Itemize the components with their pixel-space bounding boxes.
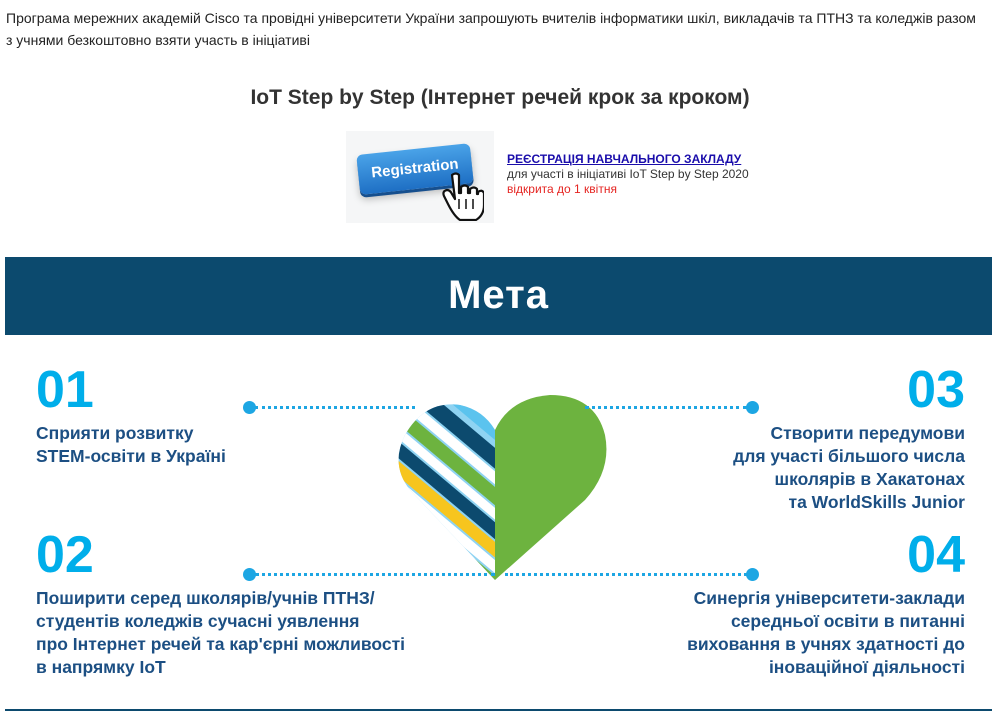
page-title: IoT Step by Step (Інтернет речей крок за…: [250, 86, 750, 109]
connector-line-02: [255, 573, 495, 576]
registration-deadline: відкрита до 1 квітня: [507, 182, 617, 196]
registration-link[interactable]: РЕЄСТРАЦІЯ НАВЧАЛЬНОГО ЗАКЛАДУ: [507, 152, 742, 166]
connector-dot: [243, 568, 256, 581]
meta-banner: Мета: [5, 257, 992, 335]
intro-text: Програма мережних академій Cisco та пров…: [6, 10, 976, 48]
hand-cursor-icon: [442, 172, 484, 221]
goal-text-line: студентів коледжів сучасні уявлення: [36, 611, 360, 631]
goal-text-line: Поширити серед школярів/учнів ПТНЗ/: [36, 588, 375, 608]
goal-number: 01: [36, 361, 94, 419]
goal-text-line: для участі більшого числа: [733, 446, 965, 466]
goal-text-line: Створити передумови: [770, 423, 965, 443]
goal-03: 03 Створити передумови для участі більшо…: [635, 364, 965, 514]
goal-text-line: школярів в Хакатонах: [774, 469, 965, 489]
goal-01: 01 Сприяти розвитку STEM-освіти в Україн…: [36, 364, 226, 468]
goal-text-line: про Інтернет речей та кар'єрні можливост…: [36, 634, 406, 654]
goal-text-line: Сприяти розвитку: [36, 423, 194, 443]
registration-description: для участі в ініціативі IoT Step by Step…: [507, 167, 749, 181]
heart-graphic: [398, 395, 607, 580]
connector-line-03: [585, 406, 747, 409]
registration-image[interactable]: Registration: [346, 131, 494, 223]
goal-text-line: виховання в учнях здатності до: [687, 634, 965, 654]
goal-text-line: та WorldSkills Junior: [788, 492, 965, 512]
goal-text-line: середньої освіти в питанні: [730, 611, 965, 631]
divider: [5, 709, 992, 711]
goal-number: 03: [907, 361, 965, 419]
goal-text-line: STEM-освіти в Україні: [36, 446, 226, 466]
goal-number: 04: [907, 526, 965, 584]
goal-text-line: іноваційної діяльності: [768, 657, 965, 677]
goal-04: 04 Синергія університети-заклади середнь…: [605, 529, 965, 679]
goal-number: 02: [36, 526, 94, 584]
goal-text-line: Синергія університети-заклади: [693, 588, 965, 608]
connector-dot: [243, 401, 256, 414]
connector-line-01: [255, 406, 415, 409]
connector-dot: [746, 401, 759, 414]
connector-line-04: [505, 573, 747, 576]
goal-02: 02 Поширити серед школярів/учнів ПТНЗ/ с…: [36, 529, 405, 679]
goal-text-line: в напрямку IoT: [36, 657, 166, 677]
connector-dot: [746, 568, 759, 581]
registration-info: РЕЄСТРАЦІЯ НАВЧАЛЬНОГО ЗАКЛАДУ для участ…: [507, 152, 749, 197]
